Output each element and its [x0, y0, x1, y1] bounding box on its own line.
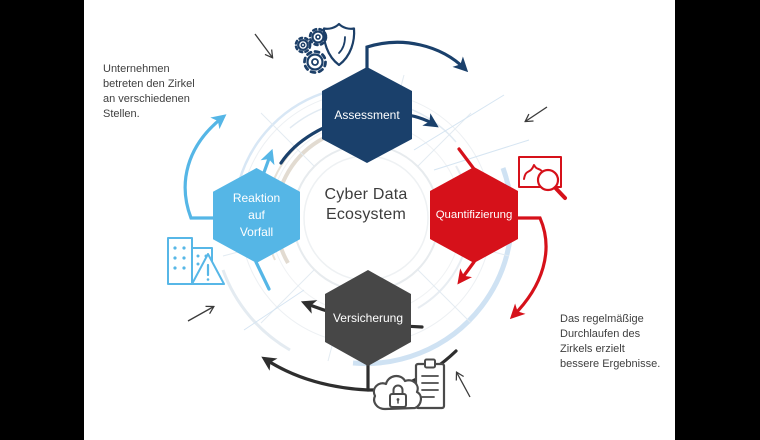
center-title-line1: Cyber Data — [324, 186, 408, 203]
image-magnifier-icon — [518, 156, 567, 200]
arrow-outer-left — [183, 114, 227, 220]
center-title-line2: Ecosystem — [325, 206, 407, 223]
arrow-outer-right — [509, 216, 548, 320]
hexagon-versicherung: Versicherung — [325, 270, 411, 366]
entry-arrow-right — [526, 106, 548, 121]
hexagon-quantifizierung-label: Quantifizierung — [435, 208, 513, 221]
entry-arrows — [187, 33, 548, 398]
shield-gears-icon — [294, 22, 356, 74]
entry-arrow-left — [187, 307, 213, 322]
arrow-inner-quantifizierung-to-versicherung — [457, 260, 476, 285]
loop-note: Das regelmäßige Durchlaufen des Zirkels … — [560, 313, 661, 370]
hexagon-assessment-label: Assessment — [334, 107, 400, 122]
quantifizierung-top-connector — [457, 147, 476, 171]
entry-arrow-bottom — [457, 373, 471, 398]
hexagon-assessment: Assessment — [322, 67, 412, 163]
diagram-stage: Assessment Quantifizierung Versicherung … — [84, 0, 675, 440]
letterbox-right — [675, 0, 760, 440]
hexagon-reaktion-label: Reaktion auf Vorfall — [232, 191, 281, 239]
buildings-warning-icon — [167, 237, 225, 285]
entry-arrow-top-left — [254, 33, 272, 57]
letterbox-left — [0, 0, 84, 440]
arrow-outer-top — [365, 40, 469, 76]
hexagon-versicherung-label: Versicherung — [332, 310, 404, 325]
center-title: Cyber Data Ecosystem — [286, 185, 446, 225]
entry-note: Unternehmen betreten den Zirkel an versc… — [103, 63, 195, 120]
cloud-lock-clipboard-icon — [372, 358, 446, 411]
reaktion-bottom-connector — [254, 260, 271, 291]
